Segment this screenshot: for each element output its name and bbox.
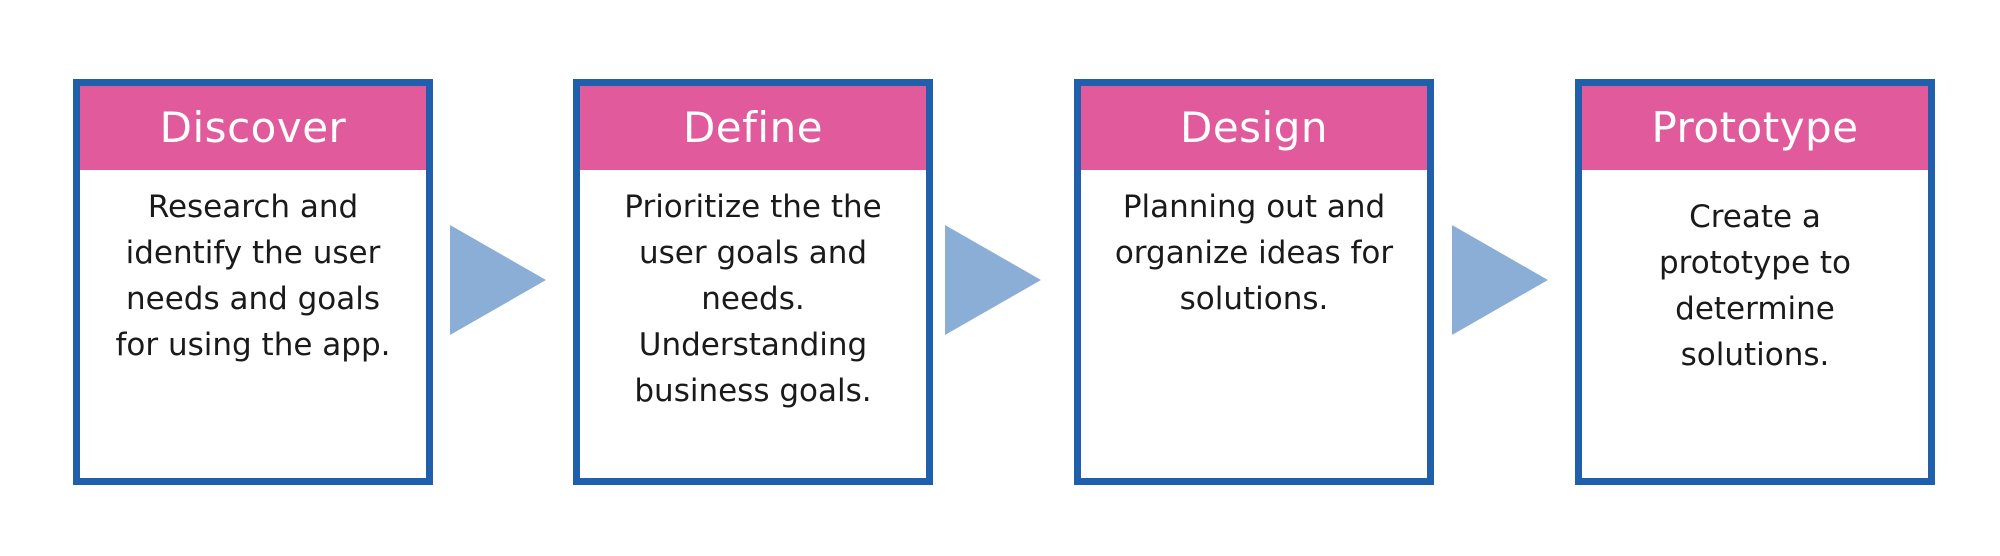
step-description: Planning out and organize ideas for solu… [1114, 189, 1394, 317]
step-title: Define [580, 86, 926, 170]
step-description: Prioritize the the user goals and needs.… [624, 189, 882, 409]
flow-arrow-icon [945, 225, 1041, 335]
step-card-design: Design Planning out and organize ideas f… [1074, 79, 1434, 485]
step-description: Create a prototype to determine solution… [1658, 199, 1852, 373]
step-description: Research and identify the user needs and… [115, 189, 391, 363]
step-card-discover: Discover Research and identify the user … [73, 79, 433, 485]
step-card-prototype: Prototype Create a prototype to determin… [1575, 79, 1935, 485]
flow-arrow-icon [1452, 225, 1548, 335]
step-title: Design [1081, 86, 1427, 170]
step-card-define: Define Prioritize the the user goals and… [573, 79, 933, 485]
step-title: Prototype [1582, 86, 1928, 170]
step-title: Discover [80, 86, 426, 170]
flow-arrow-icon [450, 225, 546, 335]
